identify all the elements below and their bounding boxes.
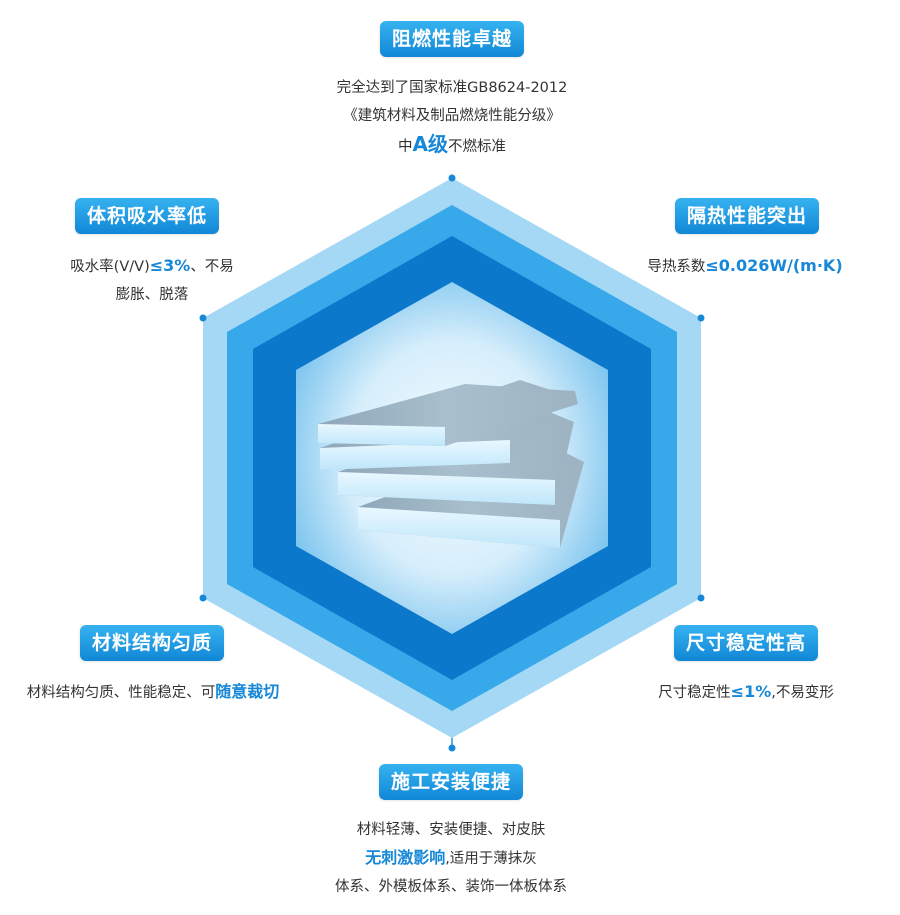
desc-text: 吸水率(V/V) bbox=[70, 259, 150, 275]
desc-text: 、不易 bbox=[190, 259, 234, 275]
desc-line: 无刺激影响,适用于薄抹灰 bbox=[335, 844, 567, 873]
desc-text: 中 bbox=[398, 139, 413, 155]
desc-line: 完全达到了国家标准GB8624-2012 bbox=[336, 80, 568, 96]
desc-text: 材料结构匀质、性能稳定、可 bbox=[26, 685, 216, 701]
desc-highlight: 无刺激影响 bbox=[365, 848, 446, 867]
feature-desc-easy-installation: 材料轻薄、安装便捷、对皮肤 无刺激影响,适用于薄抹灰 体系、外模板体系、装饰一体… bbox=[335, 816, 567, 901]
desc-highlight: ≤0.026W/(m·K) bbox=[705, 256, 843, 275]
feature-title-water-absorption: 体积吸水率低 bbox=[74, 198, 220, 234]
desc-text: 尺寸稳定性 bbox=[658, 685, 731, 701]
feature-desc-dimensional-stability: 尺寸稳定性≤1%,不易变形 bbox=[658, 678, 834, 707]
feature-desc-uniform-structure: 材料结构匀质、性能稳定、可随意裁切 bbox=[27, 678, 280, 707]
feature-desc-thermal-insulation: 导热系数≤0.026W/(m·K) bbox=[647, 252, 842, 281]
feature-desc-water-absorption: 吸水率(V/V)≤3%、不易 膨胀、脱落 bbox=[70, 252, 234, 309]
desc-line: 导热系数≤0.026W/(m·K) bbox=[647, 252, 842, 281]
desc-text: 不燃标准 bbox=[447, 139, 506, 155]
feature-title-dimensional-stability: 尺寸稳定性高 bbox=[673, 625, 819, 661]
desc-line: 材料轻薄、安装便捷、对皮肤 bbox=[356, 822, 546, 838]
desc-text: ,适用于薄抹灰 bbox=[445, 851, 537, 867]
connector-dot-upper-right bbox=[697, 314, 705, 322]
desc-highlight: ≤1% bbox=[730, 682, 772, 701]
desc-line: 尺寸稳定性≤1%,不易变形 bbox=[658, 678, 834, 707]
desc-highlight: 随意裁切 bbox=[215, 682, 280, 701]
desc-line: 《建筑材料及制品燃烧性能分级》 bbox=[343, 108, 561, 124]
connector-dot-lower-left bbox=[199, 594, 207, 602]
connector-dot-upper-left bbox=[199, 314, 207, 322]
feature-title-fire-resistance: 阻燃性能卓越 bbox=[379, 21, 525, 57]
desc-line: 材料结构匀质、性能稳定、可随意裁切 bbox=[27, 678, 280, 707]
desc-text: ,不易变形 bbox=[771, 685, 834, 701]
feature-title-easy-installation: 施工安装便捷 bbox=[378, 764, 524, 800]
desc-text: 导热系数 bbox=[647, 259, 706, 275]
connector-dot-lower-right bbox=[697, 594, 705, 602]
desc-line: 中A级不燃标准 bbox=[337, 130, 568, 161]
feature-desc-fire-resistance: 完全达到了国家标准GB8624-2012 《建筑材料及制品燃烧性能分级》 中A级… bbox=[337, 74, 568, 161]
feature-title-uniform-structure: 材料结构匀质 bbox=[79, 625, 225, 661]
feature-title-thermal-insulation: 隔热性能突出 bbox=[674, 198, 820, 234]
foam-boards-image bbox=[318, 380, 584, 548]
desc-line: 膨胀、脱落 bbox=[115, 287, 189, 303]
desc-line: 体系、外模板体系、装饰一体板体系 bbox=[335, 879, 567, 895]
desc-line: 吸水率(V/V)≤3%、不易 bbox=[70, 252, 234, 281]
desc-highlight: A级 bbox=[412, 132, 448, 156]
desc-highlight: ≤3% bbox=[149, 256, 191, 275]
connector-dot-top bbox=[448, 174, 456, 182]
